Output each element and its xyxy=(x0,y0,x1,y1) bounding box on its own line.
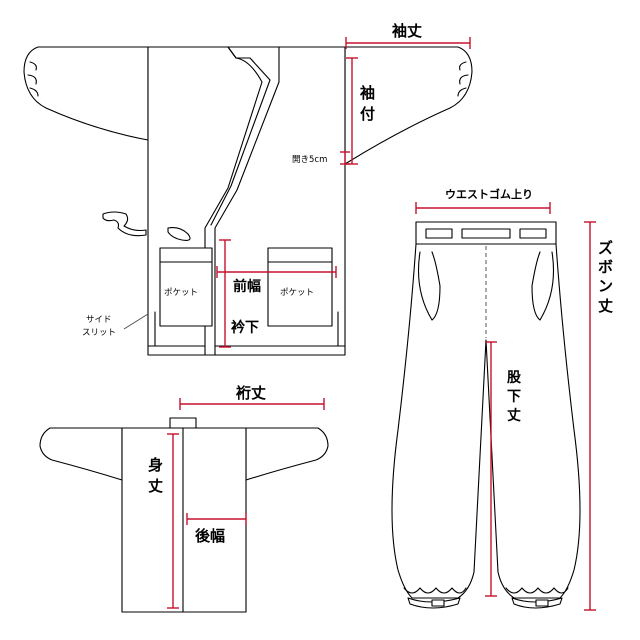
opening-label: 開き5cm xyxy=(292,155,327,165)
waistband-loop-center xyxy=(461,228,511,239)
side-slit-label-2: スリット xyxy=(82,328,116,338)
jacket-front-collar xyxy=(204,46,280,356)
body-length-label-2: 丈 xyxy=(148,477,163,495)
sleeve-length-label: 袖丈 xyxy=(392,22,422,40)
pants-length-label-4: 丈 xyxy=(598,297,613,315)
jacket-front-left-sleeve xyxy=(23,46,149,141)
jacket-back xyxy=(39,417,329,613)
pants-length-label-1: ズ xyxy=(598,239,613,257)
jacket-front-tie-right xyxy=(167,227,191,241)
jacket-front-right-sleeve xyxy=(344,46,473,165)
pocket-left xyxy=(159,247,213,327)
inseam-label-3: 丈 xyxy=(507,408,521,424)
jacket-back-body xyxy=(121,427,247,613)
pocket-left-label: ポケット xyxy=(164,288,198,298)
jacket-front-measurements xyxy=(216,37,471,348)
pants-measurements xyxy=(415,202,596,611)
jacket-back-left-sleeve xyxy=(39,427,123,481)
front-width-label: 前幅 xyxy=(233,278,261,295)
jacket-front-tie-left xyxy=(102,211,147,237)
body-length-label-1: 身 xyxy=(148,456,163,474)
yuki-label: 裄丈 xyxy=(235,384,266,402)
waistband-loop-left xyxy=(425,228,453,239)
collar-below-label: 衿下 xyxy=(231,319,259,336)
sleeve-opening-label-2: 付 xyxy=(360,105,375,123)
pants xyxy=(391,221,581,609)
waist-label: ウエストゴム上り xyxy=(445,187,533,201)
pocket-right-label: ポケット xyxy=(280,288,314,298)
waistband-loop-right xyxy=(519,228,547,239)
back-width-label: 後幅 xyxy=(194,527,225,545)
inseam-label-2: 下 xyxy=(507,389,521,405)
jacket-back-right-sleeve xyxy=(245,427,329,481)
side-slit-label-1: サイド xyxy=(86,315,112,325)
jacket-back-measurements xyxy=(167,398,325,609)
pocket-right xyxy=(267,247,333,327)
pants-legs xyxy=(391,243,581,599)
pants-length-label-2: ボ xyxy=(598,258,613,276)
pants-length-label-3: ン xyxy=(598,277,613,295)
jacket-front xyxy=(23,46,473,356)
sleeve-opening-label-1: 袖 xyxy=(360,84,375,102)
inseam-label-1: 股 xyxy=(507,370,522,386)
jacket-back-collar xyxy=(169,417,197,429)
